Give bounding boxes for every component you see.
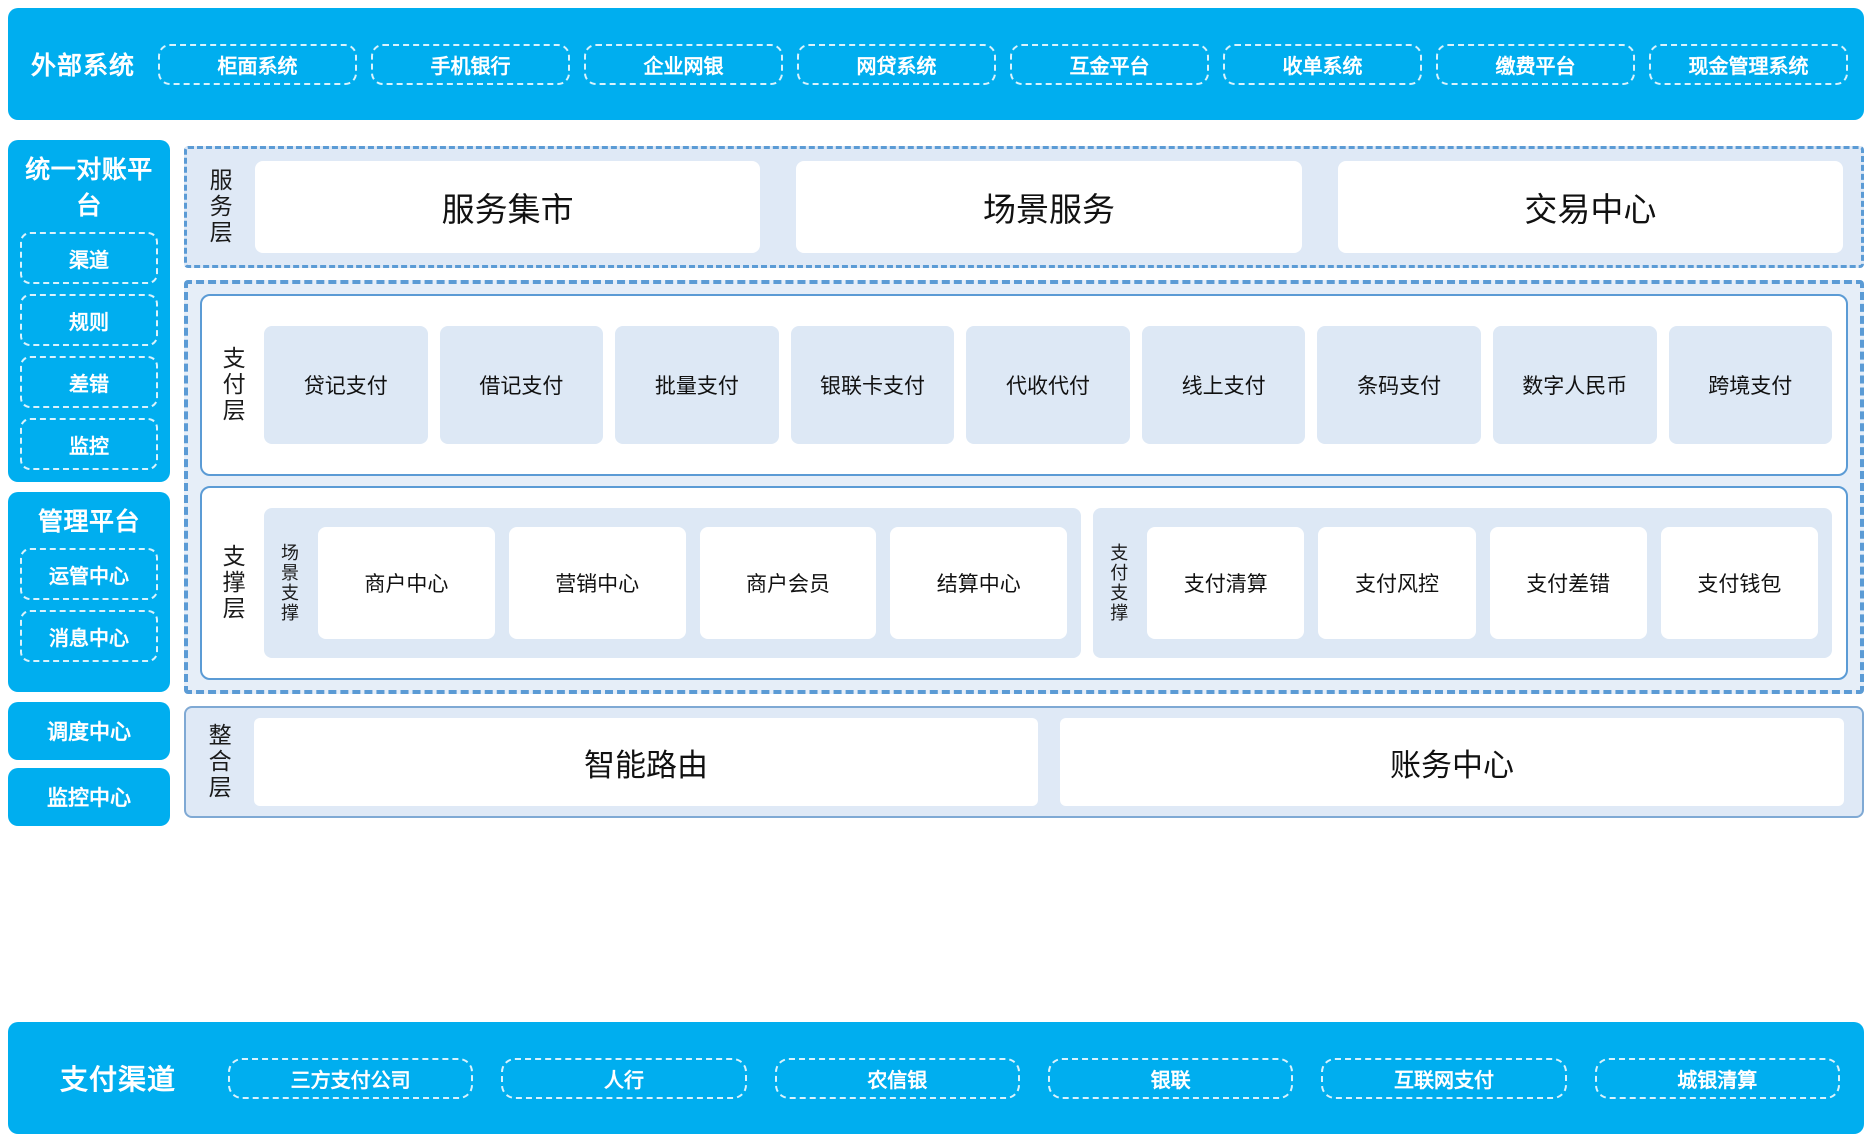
payment-layer-panel: 支付层 贷记支付 借记支付 批量支付 银联卡支付 代收代付 线上支付 条码支付 … (200, 294, 1848, 477)
payment-channel-item[interactable]: 人行 (501, 1057, 747, 1099)
support-layer-label: 支撑层 (219, 544, 246, 623)
reconciliation-platform-card: 统一对账平台 渠道 规则 差错 监控 (8, 140, 170, 482)
support-card-payment-wallet[interactable]: 支付钱包 (1660, 527, 1818, 640)
payment-card-crossborder[interactable]: 跨境支付 (1668, 326, 1833, 445)
support-layer-panel: 支撑层 场景支撑 商户中心 营销中心 商户会员 结算中心 支付支撑 支付清算 (200, 486, 1848, 680)
service-card-marketplace[interactable]: 服务集市 (255, 161, 761, 253)
support-card-payment-clearing[interactable]: 支付清算 (1147, 527, 1305, 640)
integration-layer-cards: 智能路由 账务中心 (254, 718, 1844, 806)
support-group-scene-cards: 商户中心 营销中心 商户会员 结算中心 (318, 527, 1068, 640)
payment-card-unionpay[interactable]: 银联卡支付 (790, 326, 955, 445)
payment-channel-item[interactable]: 城银清算 (1594, 1057, 1840, 1099)
service-layer-cards: 服务集市 场景服务 交易中心 (255, 161, 1843, 253)
external-systems-band: 外部系统 柜面系统 手机银行 企业网银 网贷系统 互金平台 收单系统 缴费平台 … (8, 8, 1864, 120)
management-item-message[interactable]: 消息中心 (20, 610, 158, 662)
payment-card-online[interactable]: 线上支付 (1141, 326, 1306, 445)
payment-channel-item[interactable]: 三方支付公司 (228, 1057, 474, 1099)
support-layer-groups: 场景支撑 商户中心 营销中心 商户会员 结算中心 支付支撑 支付清算 支付风控 … (264, 508, 1832, 659)
integration-card-smart-routing[interactable]: 智能路由 (254, 718, 1038, 806)
external-system-item[interactable]: 现金管理系统 (1649, 43, 1848, 85)
payment-channel-item[interactable]: 银联 (1047, 1057, 1294, 1099)
payment-card-debit[interactable]: 借记支付 (439, 326, 604, 445)
support-card-merchant-member[interactable]: 商户会员 (699, 527, 877, 640)
support-card-marketing-center[interactable]: 营销中心 (508, 527, 686, 640)
payment-card-ecny[interactable]: 数字人民币 (1492, 326, 1657, 445)
integration-layer-panel: 整合层 智能路由 账务中心 (184, 706, 1864, 818)
external-system-item[interactable]: 缴费平台 (1436, 43, 1635, 85)
payment-card-batch[interactable]: 批量支付 (615, 326, 779, 445)
service-layer-label: 服务层 (206, 168, 233, 246)
support-group-payment: 支付支撑 支付清算 支付风控 支付差错 支付钱包 (1093, 508, 1832, 659)
integration-card-accounting-center[interactable]: 账务中心 (1060, 718, 1844, 806)
external-system-item[interactable]: 收单系统 (1223, 43, 1422, 85)
core-layers-container: 支付层 贷记支付 借记支付 批量支付 银联卡支付 代收代付 线上支付 条码支付 … (184, 280, 1864, 694)
payment-card-collection[interactable]: 代收代付 (966, 326, 1130, 445)
scheduling-center-card[interactable]: 调度中心 (8, 702, 170, 760)
payment-channel-item[interactable]: 互联网支付 (1321, 1057, 1567, 1099)
payment-card-barcode[interactable]: 条码支付 (1317, 326, 1481, 445)
external-system-item[interactable]: 柜面系统 (158, 43, 357, 85)
support-card-payment-riskcontrol[interactable]: 支付风控 (1318, 527, 1476, 640)
external-system-item[interactable]: 企业网银 (584, 43, 783, 85)
service-card-scenario[interactable]: 场景服务 (796, 161, 1302, 253)
management-item-operations[interactable]: 运管中心 (20, 548, 158, 600)
management-platform-title: 管理平台 (37, 508, 140, 536)
payment-channels-band: 支付渠道 三方支付公司 人行 农信银 银联 互联网支付 城银清算 (8, 1022, 1864, 1134)
service-card-transaction[interactable]: 交易中心 (1337, 161, 1843, 253)
payment-layer-cards: 贷记支付 借记支付 批量支付 银联卡支付 代收代付 线上支付 条码支付 数字人民… (264, 326, 1833, 445)
support-group-scene: 场景支撑 商户中心 营销中心 商户会员 结算中心 (264, 508, 1082, 659)
reconciliation-item-monitor[interactable]: 监控 (20, 418, 158, 470)
payment-channels-title: 支付渠道 (59, 1064, 176, 1095)
support-card-payment-error[interactable]: 支付差错 (1489, 527, 1647, 640)
external-system-item[interactable]: 网贷系统 (797, 43, 996, 85)
monitoring-center-card[interactable]: 监控中心 (8, 768, 170, 826)
external-systems-title: 外部系统 (30, 52, 135, 80)
reconciliation-platform-title: 统一对账平台 (25, 156, 153, 220)
support-card-settlement-center[interactable]: 结算中心 (890, 527, 1068, 640)
reconciliation-item-rule[interactable]: 规则 (20, 294, 158, 346)
reconciliation-item-error[interactable]: 差错 (20, 356, 158, 408)
management-platform-card: 管理平台 运管中心 消息中心 (8, 492, 170, 692)
payment-channels-list: 三方支付公司 人行 农信银 银联 互联网支付 城银清算 (228, 1057, 1840, 1099)
external-systems-list: 柜面系统 手机银行 企业网银 网贷系统 互金平台 收单系统 缴费平台 现金管理系… (158, 43, 1848, 85)
payment-layer-label: 支付层 (219, 346, 246, 425)
payment-channel-item[interactable]: 农信银 (774, 1057, 1020, 1099)
support-group-payment-cards: 支付清算 支付风控 支付差错 支付钱包 (1147, 527, 1818, 640)
external-system-item[interactable]: 手机银行 (371, 43, 570, 85)
payment-card-credit[interactable]: 贷记支付 (264, 326, 428, 445)
external-system-item[interactable]: 互金平台 (1010, 43, 1209, 85)
integration-layer-label: 整合层 (205, 723, 232, 801)
reconciliation-item-channel[interactable]: 渠道 (20, 232, 158, 284)
service-layer-panel: 服务层 服务集市 场景服务 交易中心 (184, 146, 1864, 268)
support-card-merchant-center[interactable]: 商户中心 (318, 527, 495, 640)
support-group-scene-label: 场景支撑 (279, 543, 299, 624)
support-group-payment-label: 支付支撑 (1108, 543, 1129, 624)
